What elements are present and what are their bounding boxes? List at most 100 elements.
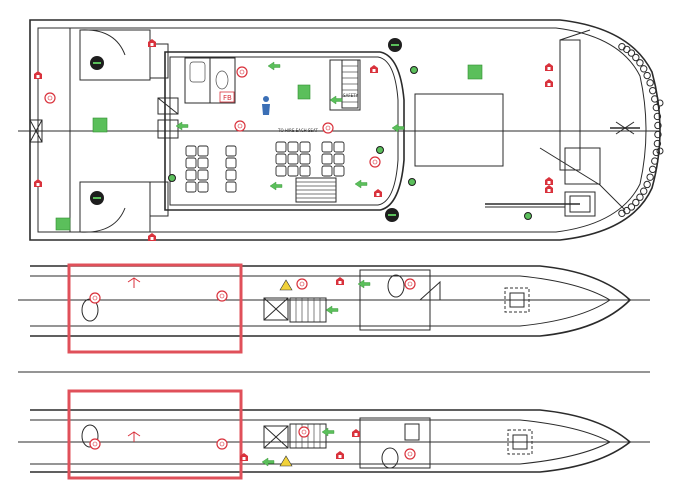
fender (652, 103, 661, 112)
cabin-stair-bottom (295, 177, 337, 203)
toilet-bowl (215, 70, 229, 90)
starboard-hull-plan (18, 371, 650, 480)
lifebuoy-icon (44, 92, 56, 104)
seat (185, 169, 197, 181)
fender (636, 193, 644, 201)
fender (648, 165, 657, 174)
fender (651, 95, 659, 103)
seat (299, 153, 311, 165)
fender (632, 198, 640, 207)
fender (646, 173, 654, 181)
lifebuoy-icon (89, 438, 101, 450)
seat (287, 165, 299, 177)
lifebuoy-icon (369, 156, 381, 168)
seat (197, 145, 209, 157)
seat (321, 165, 333, 177)
fender (636, 59, 644, 67)
seat (185, 181, 197, 193)
deck-notice-text: TO HIRE EACH SEAT (277, 128, 318, 133)
lifebuoy-icon (404, 278, 416, 290)
hatch-starboard (507, 429, 533, 455)
seat (225, 181, 237, 193)
fender (646, 79, 654, 87)
emergency-exit-arrow-icon (321, 427, 335, 437)
foredeck-hatch (414, 93, 504, 167)
lifebuoy-icon (216, 290, 228, 302)
fender (640, 187, 648, 195)
seat (287, 153, 299, 165)
fender (653, 112, 662, 121)
assembly-point-icon (92, 117, 108, 133)
main-deck-plan: TO HIRE EACH SEAT (18, 19, 664, 241)
fender (640, 65, 648, 73)
fender (643, 180, 651, 189)
life-jacket-icon (524, 212, 532, 220)
emergency-exit-arrow-icon (357, 279, 371, 289)
emergency-exit-arrow-icon (354, 179, 368, 189)
fender (627, 203, 636, 211)
lifebuoy-icon (44, 66, 381, 168)
emergency-exit-arrow-icon (261, 457, 275, 467)
emergency-exit-arrow-icon (175, 121, 189, 131)
seat (197, 169, 209, 181)
seat (275, 165, 287, 177)
emergency-exit-arrow-icon (325, 305, 339, 315)
fender (627, 49, 636, 57)
life-jacket-icon (168, 174, 176, 182)
stern-hatch (29, 119, 43, 143)
toilet-icon (81, 424, 99, 448)
lifebuoy-icon (298, 426, 310, 438)
person-icon (262, 96, 270, 115)
seat (299, 165, 311, 177)
emergency-exit-arrow-icon (168, 61, 532, 220)
fender (618, 43, 626, 51)
lifebuoy-icon (322, 122, 334, 134)
engine-room-zone-starboard (67, 389, 243, 480)
fender (623, 206, 631, 215)
seat (185, 145, 197, 157)
toilet-icon (387, 274, 405, 298)
main-deck-hull (29, 19, 661, 241)
warning-triangle-icon (279, 279, 293, 467)
passenger-cabin (164, 51, 405, 211)
lifebuoy-icon (236, 66, 248, 78)
stern-stairwell-bottom (79, 181, 151, 233)
fender (643, 71, 651, 80)
seat (333, 165, 345, 177)
bow-fenders (618, 43, 662, 217)
seat (275, 153, 287, 165)
main-deck-inner-line (37, 27, 647, 233)
seat (321, 153, 333, 165)
fender (654, 130, 662, 139)
seat (275, 141, 287, 153)
safety-tag: SAFETY (343, 93, 359, 98)
life-jacket-icon (408, 178, 416, 186)
seat (225, 145, 237, 157)
emergency-exit-arrow-icon (269, 181, 283, 191)
fender (652, 148, 661, 157)
first-aid-icon (55, 217, 71, 231)
fb-tag: FB (223, 94, 232, 102)
seat (287, 141, 299, 153)
port-hull-plan (18, 263, 650, 354)
life-raft-icon (90, 38, 402, 222)
wash-basin (189, 61, 206, 83)
cabin-stair-top (341, 59, 359, 109)
fender (654, 121, 662, 130)
first-aid-icon (297, 84, 311, 100)
emergency-exit-arrow-icon (329, 95, 343, 105)
engine-room-zone-port (67, 263, 243, 354)
fender (648, 86, 657, 95)
fender (651, 157, 659, 165)
seat (225, 169, 237, 181)
starboard-hull-outline (30, 409, 632, 473)
toilet-icon (381, 447, 399, 469)
stern-stairwell-top (79, 29, 151, 81)
fender (618, 209, 626, 217)
lifebuoy-icon (234, 120, 246, 132)
seat (333, 153, 345, 165)
fire-extinguisher-icon (34, 39, 553, 241)
life-jacket-icon (410, 66, 418, 74)
fire-hose-icon (127, 277, 141, 442)
